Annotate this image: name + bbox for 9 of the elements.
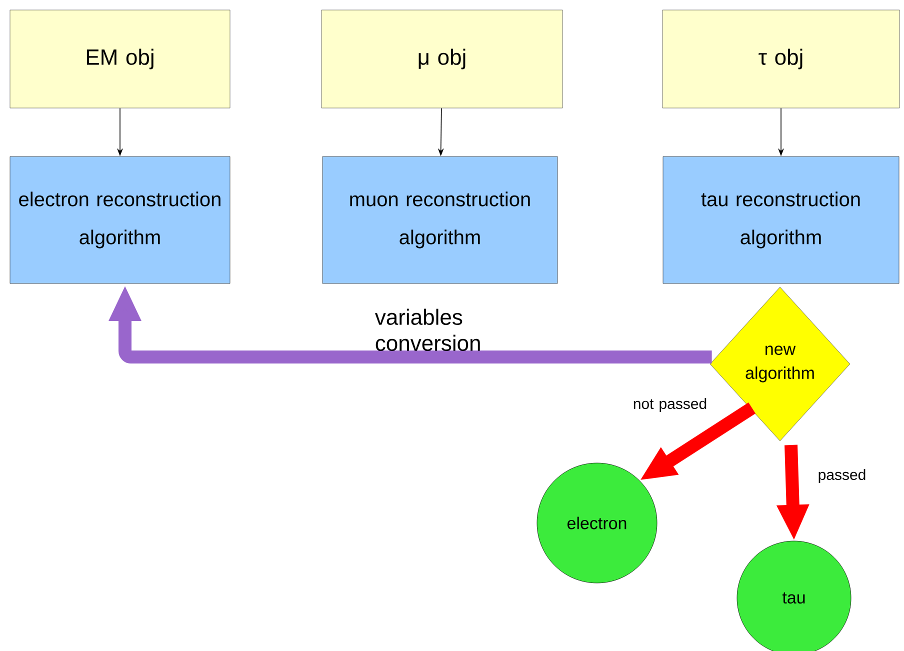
edge-label: variables conversion [374, 308, 480, 351]
algorithm-box: electron reconstruction algorithm [10, 156, 230, 284]
object-box: EM obj [10, 10, 230, 108]
algorithm-box: muon reconstruction algorithm [322, 156, 558, 284]
edge-label: passed [818, 469, 866, 483]
algorithm-box: tau reconstruction algorithm [662, 156, 900, 284]
object-box: μ obj [321, 10, 563, 108]
edge-label: not passed [634, 398, 706, 412]
object-box: τ obj [662, 10, 900, 108]
